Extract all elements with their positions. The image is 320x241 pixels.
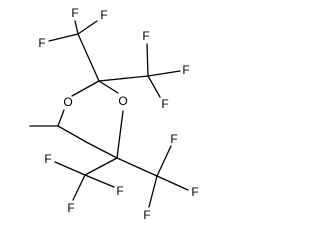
fluorine-label-a1: F bbox=[38, 36, 45, 50]
oxygen-label-1: O bbox=[63, 95, 72, 109]
bond-cf3a-f3 bbox=[77, 20, 98, 35]
bond-cf3c-f1 bbox=[54, 161, 86, 176]
bond-cf3b-f2 bbox=[147, 70, 181, 77]
fluorine-label-c1: F bbox=[44, 152, 51, 166]
fluorine-label-c3: F bbox=[116, 184, 123, 198]
bond-o2-c6 bbox=[116, 110, 124, 159]
bond-cf3d-f3 bbox=[148, 175, 158, 208]
fluorine-label-d3: F bbox=[143, 208, 150, 222]
fluorine-label-a3: F bbox=[100, 8, 107, 22]
bond-o1-c2 bbox=[71, 80, 100, 97]
fluorine-label-d2: F bbox=[191, 185, 198, 199]
bond-cf3c-f3 bbox=[84, 174, 115, 188]
oxygen-label-2: O bbox=[118, 94, 127, 108]
bond-c5-c4 bbox=[57, 125, 89, 144]
molecule-structure: O O F F F F F F F F F F F F bbox=[29, 6, 199, 222]
bond-c6-cf3c bbox=[84, 157, 118, 176]
bond-cf3a-f2 bbox=[74, 20, 79, 35]
bond-cf3b-f3 bbox=[147, 75, 161, 98]
bond-c2-o2 bbox=[98, 80, 119, 94]
bond-c4-o1 bbox=[57, 109, 65, 127]
fluorine-label-c2: F bbox=[67, 201, 74, 215]
fluorine-label-d1: F bbox=[170, 132, 177, 146]
bond-cf3d-f1 bbox=[156, 145, 172, 177]
fluorine-label-b2: F bbox=[182, 63, 189, 77]
bond-cf3b-f1 bbox=[146, 43, 149, 77]
bond-c6-cf3d bbox=[116, 157, 158, 177]
bond-c2-cf3b bbox=[98, 75, 149, 82]
bond-cf3a-f1 bbox=[48, 33, 79, 42]
bond-cf3d-f2 bbox=[156, 175, 189, 191]
fluorine-label-b3: F bbox=[161, 97, 168, 111]
fluorine-label-a2: F bbox=[71, 6, 78, 20]
bond-cf3c-f2 bbox=[72, 174, 86, 201]
bond-c6-c5 bbox=[87, 142, 118, 159]
bond-c2-cf3a bbox=[77, 33, 100, 82]
fluorine-label-b1: F bbox=[142, 29, 149, 43]
